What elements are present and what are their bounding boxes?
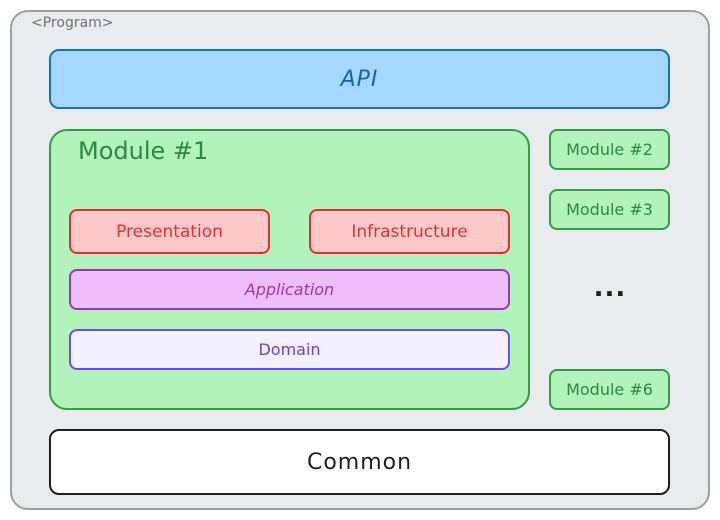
application-layer: Application bbox=[69, 269, 510, 310]
module-3-box: Module #3 bbox=[549, 189, 670, 230]
module-6-box: Module #6 bbox=[549, 369, 670, 410]
common-box: Common bbox=[49, 429, 670, 495]
api-box: API bbox=[49, 49, 670, 109]
module-1-title: Module #1 bbox=[78, 137, 209, 165]
presentation-layer: Presentation bbox=[69, 209, 270, 254]
infrastructure-layer: Infrastructure bbox=[309, 209, 510, 254]
domain-layer: Domain bbox=[69, 329, 510, 370]
module-2-box: Module #2 bbox=[549, 129, 670, 170]
more-modules-ellipsis: ... bbox=[593, 273, 627, 303]
program-label: <Program> bbox=[31, 15, 114, 31]
